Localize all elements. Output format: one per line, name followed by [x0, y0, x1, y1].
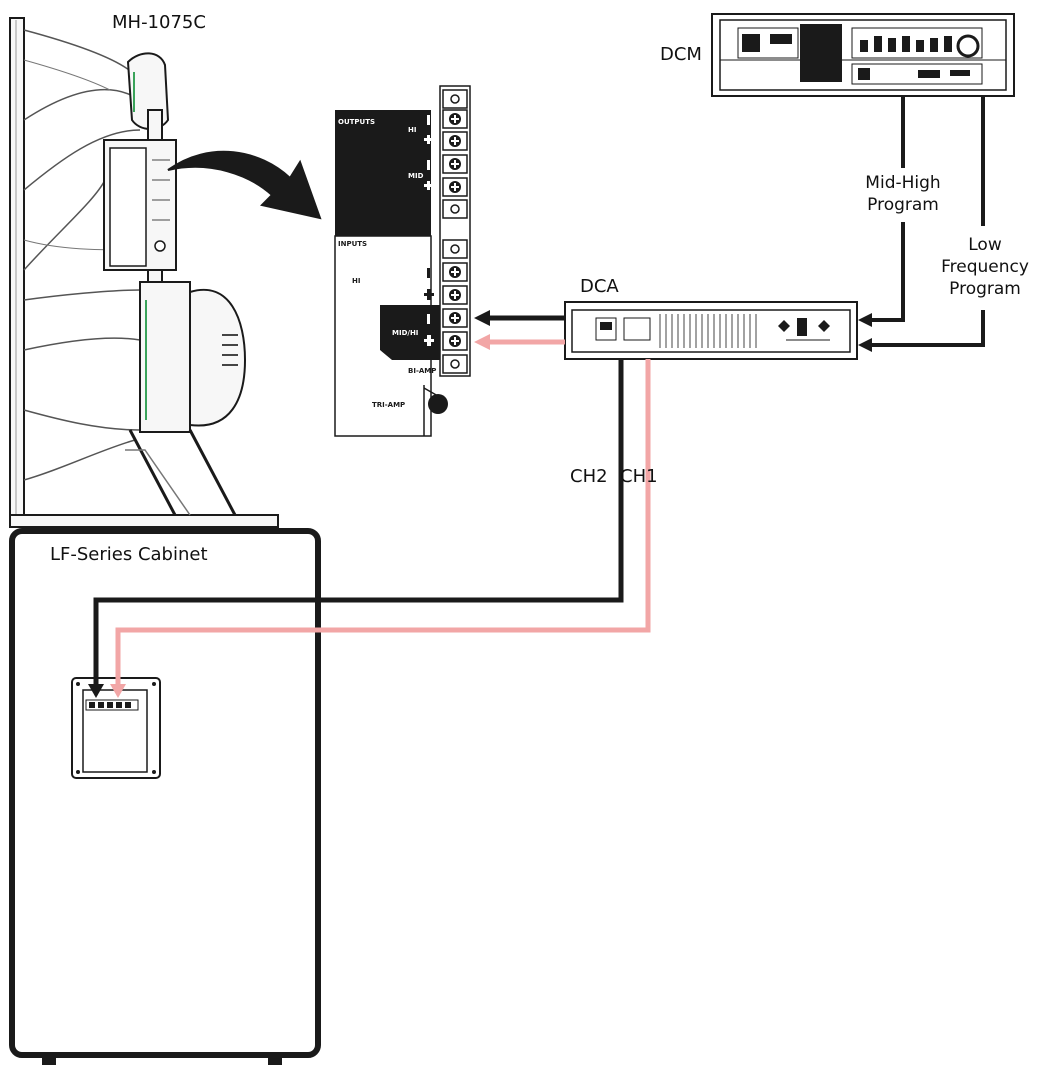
- panel-inputs-label: INPUTS: [338, 240, 367, 248]
- panel-outputs-label: OUTPUTS: [338, 118, 375, 126]
- low-frequency-program-label: Low Frequency Program: [941, 235, 1029, 299]
- dcm-label: DCM: [660, 44, 702, 65]
- mid-hi-feed: [474, 310, 565, 350]
- mh-1075c-label: MH-1075C: [112, 12, 206, 33]
- panel-out-mid-label: MID: [408, 172, 424, 180]
- panel-triamp-label: TRI-AMP: [372, 401, 405, 409]
- lf-series-cabinet: [9, 528, 321, 1065]
- lf-feed: [88, 359, 651, 698]
- panel-biamp-label: BI-AMP: [408, 367, 436, 375]
- program-signal-lines: [870, 96, 985, 347]
- mid-high-program-label: Mid-High Program: [865, 173, 941, 215]
- ch1-label: CH1: [620, 466, 658, 487]
- input-panel-detail: OUTPUTS HI MID INPUTS HI MID/HI BI-AMP T…: [334, 85, 471, 437]
- panel-midhi-label: MID/HI: [392, 329, 418, 337]
- program-arrowheads: [858, 313, 872, 352]
- panel-out-hi-label: HI: [408, 126, 416, 134]
- mh-1075c-speaker: [9, 17, 279, 528]
- lf-series-cabinet-label: LF-Series Cabinet: [50, 544, 208, 565]
- dca-label: DCA: [580, 276, 619, 297]
- dca-amplifier: [564, 301, 858, 360]
- callout-arrow: [167, 150, 322, 220]
- ch2-label: CH2: [570, 466, 608, 487]
- panel-in-hi-label: HI: [352, 277, 360, 285]
- dcm-unit: [711, 13, 1015, 97]
